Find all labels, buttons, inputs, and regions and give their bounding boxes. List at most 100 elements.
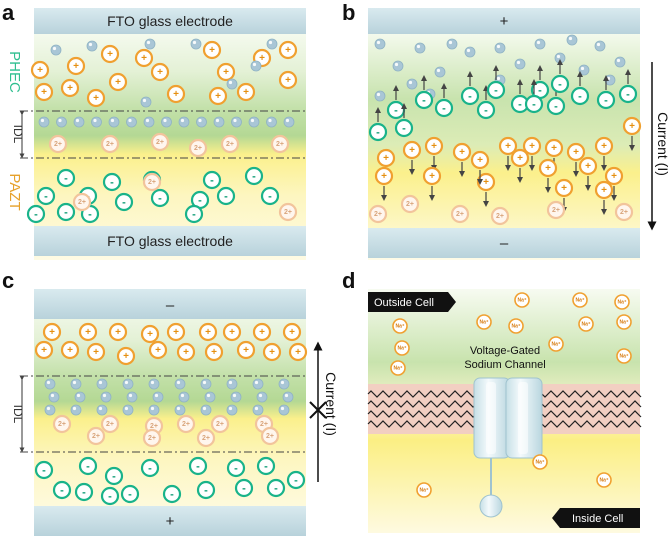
svg-text:+: + — [285, 75, 291, 86]
sodium-ion: Na⁺ — [614, 294, 630, 310]
small-ion — [282, 391, 294, 403]
svg-text:-: - — [558, 79, 562, 91]
sodium-ion: Na⁺ — [616, 314, 632, 330]
anion-ion: - — [188, 456, 208, 476]
svg-text:-: - — [484, 105, 488, 117]
svg-text:-: - — [294, 475, 298, 487]
divalent-ion: 2+ — [150, 132, 170, 152]
anion-ion: - — [140, 458, 160, 478]
cation-ion: + — [86, 342, 106, 362]
cation-ion: + — [30, 60, 50, 80]
channel-label-line1: Voltage-Gated — [470, 345, 540, 357]
divalent-ion: 2+ — [450, 204, 470, 224]
svg-text:-: - — [196, 461, 200, 473]
anion-ion: - — [56, 202, 76, 222]
svg-text:2+: 2+ — [284, 209, 292, 216]
divalent-ion: 2+ — [270, 134, 290, 154]
panel-b-bottom-sign: – — [500, 235, 509, 252]
svg-text:Na⁺: Na⁺ — [511, 324, 520, 330]
small-ion — [226, 78, 238, 90]
inside-cell-label: Inside Cell — [572, 513, 623, 525]
svg-text:+: + — [295, 347, 301, 358]
cation-ion: + — [498, 136, 518, 156]
cation-ion: + — [208, 86, 228, 106]
svg-text:Na⁺: Na⁺ — [535, 460, 544, 466]
small-ion — [126, 116, 137, 128]
svg-text:-: - — [82, 487, 86, 499]
cation-ion: + — [604, 166, 624, 186]
divalent-ion: 2+ — [546, 200, 566, 220]
divalent-ion: 2+ — [100, 414, 120, 434]
cation-ion: + — [376, 148, 396, 168]
svg-text:-: - — [402, 123, 406, 135]
svg-text:Na⁺: Na⁺ — [619, 320, 628, 326]
svg-text:-: - — [268, 191, 272, 203]
svg-text:+: + — [41, 345, 47, 356]
svg-text:-: - — [274, 483, 278, 495]
svg-text:2+: 2+ — [148, 179, 156, 186]
anion-ion: - — [56, 168, 76, 188]
svg-text:+: + — [67, 83, 73, 94]
small-ion — [213, 116, 225, 128]
panel-b-top-electrode — [368, 8, 640, 34]
cation-ion: + — [522, 136, 542, 156]
svg-text:-: - — [64, 173, 68, 185]
svg-text:Na⁺: Na⁺ — [419, 488, 428, 494]
svg-text:+: + — [561, 183, 567, 194]
svg-text:2+: 2+ — [266, 433, 274, 440]
svg-text:+: + — [73, 61, 79, 72]
small-ion — [38, 116, 50, 128]
anion-ion: - — [550, 74, 570, 94]
svg-text:+: + — [173, 327, 179, 338]
svg-text:2+: 2+ — [276, 141, 284, 148]
anion-ion: - — [386, 100, 406, 120]
svg-text:+: + — [215, 91, 221, 102]
svg-text:+: + — [483, 177, 489, 188]
panel-a-bottom-electrode-label: FTO glass electrode — [107, 233, 233, 249]
svg-text:2+: 2+ — [406, 201, 414, 208]
small-ion — [414, 42, 426, 54]
svg-text:-: - — [210, 175, 214, 187]
svg-text:+: + — [115, 327, 121, 338]
small-ion — [122, 404, 134, 416]
anion-ion: - — [260, 186, 280, 206]
svg-text:+: + — [459, 147, 465, 158]
svg-text:2+: 2+ — [260, 421, 268, 428]
small-ion — [126, 391, 138, 403]
svg-text:-: - — [234, 463, 238, 475]
divalent-ion: 2+ — [260, 426, 280, 446]
anion-ion: - — [434, 98, 454, 118]
cation-ion: + — [538, 158, 558, 178]
cation-ion: + — [108, 72, 128, 92]
small-ion — [178, 391, 190, 403]
svg-text:-: - — [86, 461, 90, 473]
small-ion — [226, 404, 238, 416]
panel-d-ions: Na⁺Na⁺Na⁺Na⁺Na⁺Na⁺Na⁺Na⁺Na⁺Na⁺Na⁺Na⁺Na⁺N… — [390, 292, 632, 498]
sodium-ion: Na⁺ — [476, 314, 492, 330]
small-ion — [578, 64, 590, 76]
svg-text:Na⁺: Na⁺ — [551, 342, 560, 348]
svg-text:+: + — [123, 351, 129, 362]
cation-ion: + — [34, 82, 54, 102]
cation-ion: + — [100, 44, 120, 64]
sodium-ion: Na⁺ — [578, 316, 594, 332]
svg-text:-: - — [128, 489, 132, 501]
cation-ion: + — [150, 62, 170, 82]
svg-text:-: - — [468, 91, 472, 103]
small-ion — [392, 60, 404, 72]
anion-ion: - — [286, 470, 306, 490]
svg-text:+: + — [67, 345, 73, 356]
anion-ion: - — [570, 86, 590, 106]
cation-ion: + — [108, 322, 128, 342]
anion-ion: - — [414, 90, 434, 110]
small-ion — [50, 44, 62, 56]
svg-text:-: - — [198, 195, 202, 207]
svg-text:Na⁺: Na⁺ — [581, 322, 590, 328]
small-ion — [148, 404, 160, 416]
svg-text:-: - — [148, 463, 152, 475]
small-ion — [70, 378, 82, 390]
divalent-ion: 2+ — [210, 414, 230, 434]
panel-b-label: b — [342, 0, 355, 25]
small-ion — [230, 391, 242, 403]
cation-ion: + — [66, 56, 86, 76]
